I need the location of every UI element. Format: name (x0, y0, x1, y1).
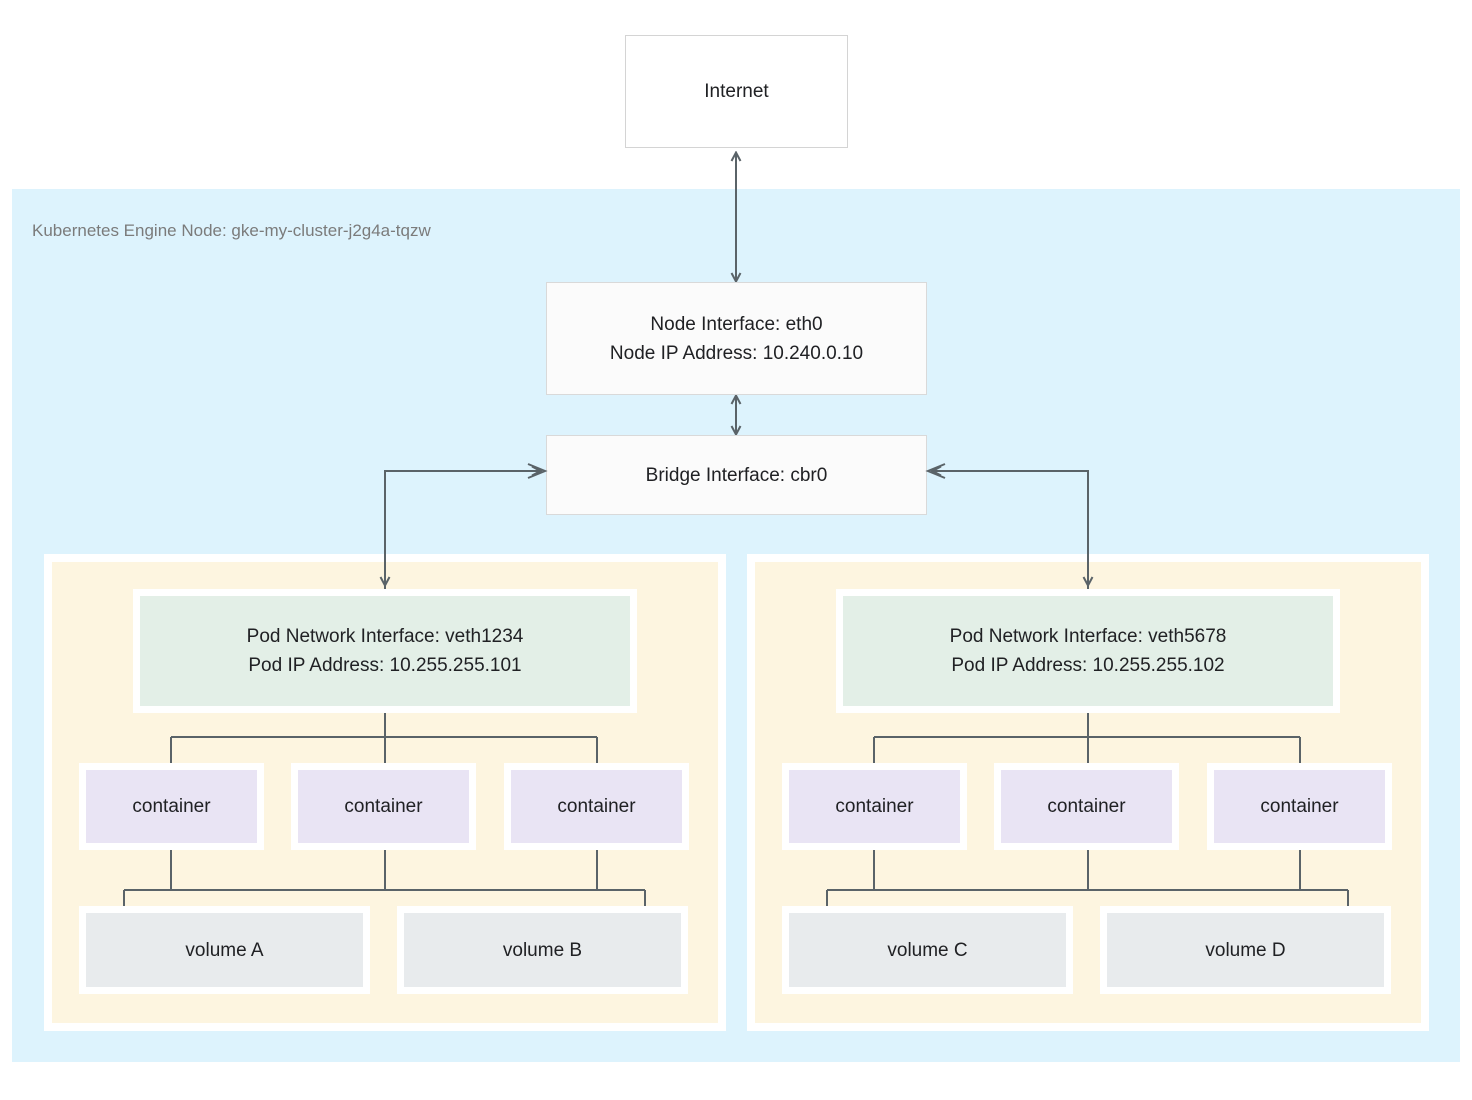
node-interface-label: Node Interface: eth0 Node IP Address: 10… (610, 310, 863, 368)
container-label: container (344, 796, 423, 817)
pod-right-container-2[interactable]: container (994, 763, 1179, 850)
pod-right-volume-d[interactable]: volume D (1100, 906, 1391, 994)
volume-label: volume B (502, 939, 583, 961)
pod-left-container-1[interactable]: container (79, 763, 264, 850)
bridge-interface-label: Bridge Interface: cbr0 (645, 464, 828, 486)
pod-left-volume-b[interactable]: volume B (397, 906, 688, 994)
internet-node[interactable]: Internet (625, 35, 848, 148)
node-region-label: Kubernetes Engine Node: gke-my-cluster-j… (32, 221, 431, 240)
pod-right-network-interface[interactable]: Pod Network Interface: veth5678 Pod IP A… (836, 589, 1340, 713)
pod-right-interface-line1: Pod Network Interface: veth5678 (949, 626, 1227, 647)
pod-right-interface-line2: Pod IP Address: 10.255.255.102 (951, 655, 1225, 676)
pod-left-network-interface[interactable]: Pod Network Interface: veth1234 Pod IP A… (133, 589, 637, 713)
bridge-interface-node[interactable]: Bridge Interface: cbr0 (546, 435, 927, 515)
container-label: container (1047, 796, 1126, 817)
pod-right-container-1[interactable]: container (782, 763, 967, 850)
container-label: container (835, 796, 914, 817)
pod-right-network-interface-label: Pod Network Interface: veth5678 Pod IP A… (950, 622, 1227, 680)
pod-left-container-2[interactable]: container (291, 763, 476, 850)
volume-label: volume D (1205, 939, 1286, 961)
pod-left-volume-a[interactable]: volume A (79, 906, 370, 994)
pod-left-interface-line1: Pod Network Interface: veth1234 (246, 626, 524, 647)
pod-left-interface-line2: Pod IP Address: 10.255.255.101 (248, 655, 522, 676)
pod-right-container-3[interactable]: container (1207, 763, 1392, 850)
container-label: container (1260, 796, 1339, 817)
container-label: container (132, 796, 211, 817)
pod-left-network-interface-label: Pod Network Interface: veth1234 Pod IP A… (247, 622, 524, 680)
pod-right-volume-c[interactable]: volume C (782, 906, 1073, 994)
volume-label: volume A (185, 939, 264, 961)
node-interface-node[interactable]: Node Interface: eth0 Node IP Address: 10… (546, 282, 927, 395)
volume-label: volume C (887, 939, 968, 961)
internet-label: Internet (704, 81, 769, 102)
node-interface-line2: Node IP Address: 10.240.0.10 (609, 342, 864, 364)
pod-left-container-3[interactable]: container (504, 763, 689, 850)
node-interface-line1: Node Interface: eth0 (650, 313, 823, 335)
container-label: container (557, 796, 636, 817)
